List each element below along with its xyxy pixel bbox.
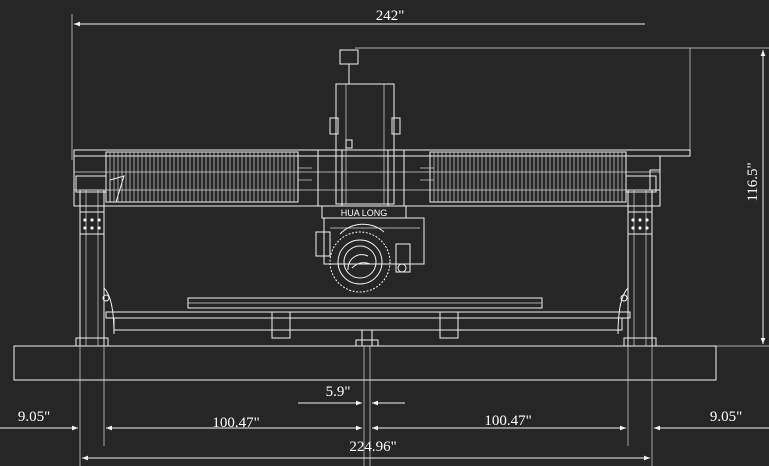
dimension-rail-span: 224.96" [82,439,650,461]
dimension-blade-offset: 5.9" [298,384,405,406]
base-slab [13,345,717,381]
dimension-row-spans: 9.05" 100.47" 100.47" 9.05" [0,409,769,431]
left-bellows-cover [105,151,299,203]
brand-label: HUA LONG [341,208,388,218]
left-column [75,189,115,347]
blade-offset-label: 5.9" [326,384,351,400]
saw-blade [329,223,391,293]
left-span-label: 100.47" [212,415,259,431]
bottom-extension-lines [79,346,653,466]
overall-width-label: 242" [376,8,405,24]
saw-head-assembly: HUA LONG [315,49,425,273]
dimension-overall-width: 242" [71,8,691,160]
left-overhang-label: 9.05" [18,409,50,425]
right-overhang-label: 9.05" [710,409,742,425]
overall-height-label: 116.5" [745,162,761,201]
rail-span-label: 224.96" [349,439,396,455]
right-column [617,189,657,347]
right-span-label: 100.47" [484,413,531,429]
bridge-beam [73,149,691,207]
right-bellows-cover [429,151,627,203]
cutting-table [105,297,631,347]
